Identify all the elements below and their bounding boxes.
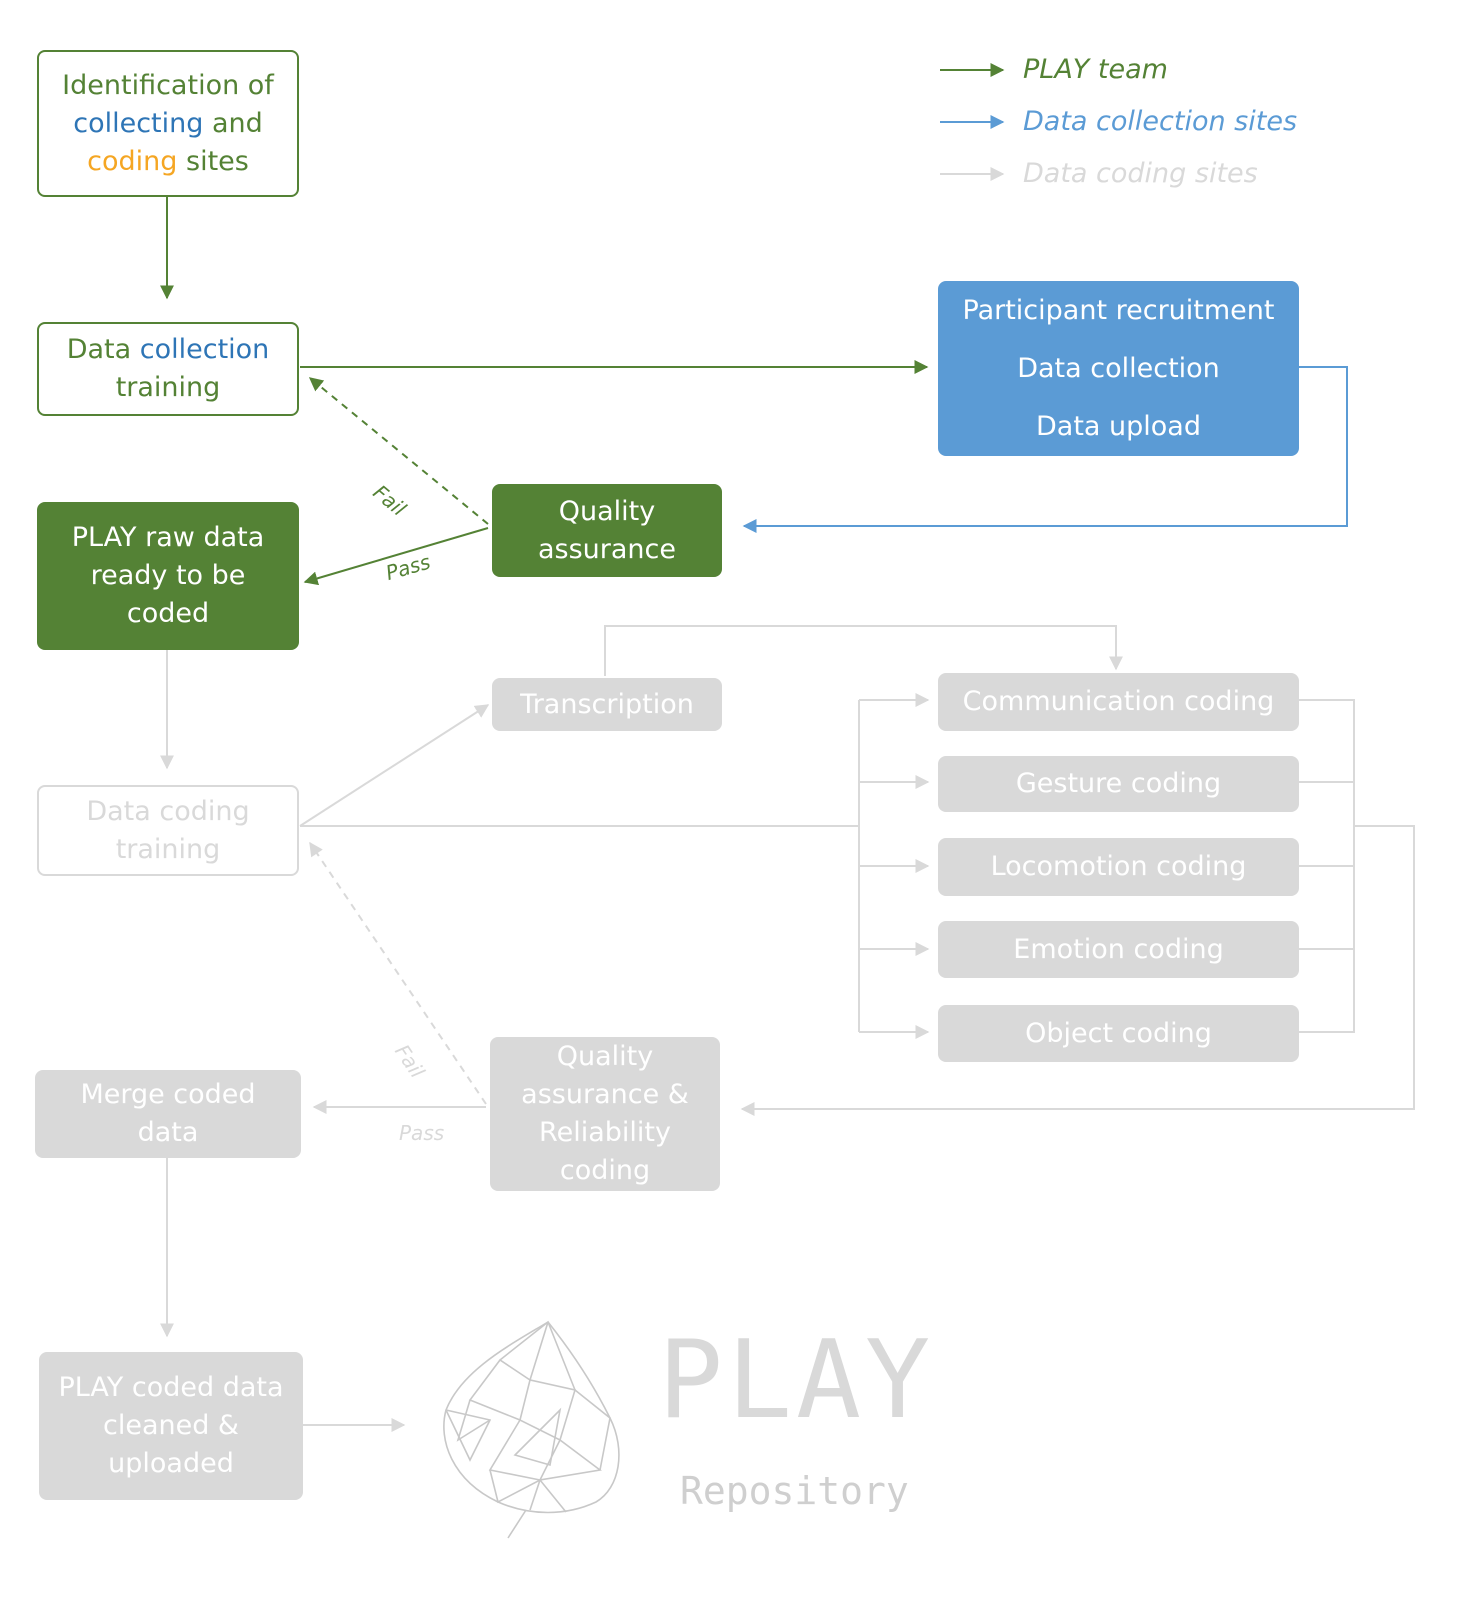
data-word: Data (86, 795, 160, 827)
logo-subtitle: Repository (680, 1469, 909, 1513)
qa-reliability-line-2: assurance & (521, 1079, 689, 1110)
qa-line-2: assurance (537, 533, 676, 565)
legend-item-data-collection-sites: Data collection sites (1023, 106, 1298, 137)
collection-training-line-1: Data collection (67, 331, 270, 369)
qa-reliability-line-4: coding (559, 1155, 651, 1186)
coding-word: coding (159, 795, 250, 827)
logo-wordmark: PLAY (658, 1318, 935, 1443)
node-gesture-coding: Gesture coding (938, 756, 1299, 812)
sites-word: sites (177, 145, 249, 177)
gesture-coding-label: Gesture coding (1015, 768, 1222, 799)
node-communication-coding: Communication coding (938, 673, 1299, 731)
final-line-3: uploaded (108, 1448, 234, 1479)
emotion-coding-label: Emotion coding (1013, 933, 1224, 965)
qa-reliability-line-3: Reliability (539, 1117, 671, 1148)
node-emotion-coding: Emotion coding (938, 921, 1299, 978)
collecting-word: collecting (73, 107, 204, 139)
raw-data-line-2: ready to be (90, 560, 246, 591)
legend-item-play-team: PLAY team (1023, 54, 1168, 85)
object-coding-label: Object coding (1025, 1017, 1212, 1049)
node-final-uploaded: PLAY coded data cleaned & uploaded (39, 1352, 303, 1500)
edge-label-pass-bottom: Pass (399, 1121, 445, 1145)
identification-line-1: Identification of (62, 69, 274, 101)
site-task-data-upload: Data upload (1035, 410, 1201, 442)
node-merge-coded-data: Merge coded data (35, 1070, 301, 1158)
arrow-coding-tasks-to-qa-reliability (740, 825, 1415, 1116)
node-data-coding-training: Data coding training (37, 785, 299, 876)
coding-word: coding (87, 145, 178, 177)
qa-line-1: Quality (558, 495, 656, 527)
collection-word: collection (139, 334, 270, 365)
data-word: Data (66, 334, 140, 365)
legend-item-data-coding-sites: Data coding sites (1023, 158, 1258, 189)
node-data-collection-training: Data collection training (37, 322, 299, 416)
qa-reliability-line-1: Quality (556, 1041, 654, 1072)
merge-line-1: Merge coded (80, 1079, 256, 1110)
node-identification: Identification of collecting and coding … (37, 50, 299, 197)
node-transcription: Transcription (492, 678, 722, 731)
node-quality-assurance: Quality assurance (492, 484, 722, 577)
site-task-participant-recruitment: Participant recruitment (962, 294, 1275, 326)
node-raw-data-ready: PLAY raw data ready to be coded (37, 502, 299, 650)
node-locomotion-coding: Locomotion coding (938, 838, 1299, 896)
leaf-network-icon (443, 1320, 620, 1539)
final-line-2: cleaned & (102, 1410, 239, 1441)
node-qa-reliability: Quality assurance & Reliability coding (490, 1037, 720, 1191)
collection-training-line-2: training (115, 372, 221, 403)
identification-line-2: collecting and (73, 105, 263, 143)
arrow-transcription-to-communication (604, 625, 1123, 676)
communication-coding-label: Communication coding (962, 686, 1275, 717)
locomotion-coding-label: Locomotion coding (990, 851, 1247, 882)
final-line-1: PLAY coded data (58, 1372, 284, 1403)
and-word: and (203, 107, 263, 139)
transcription-label: Transcription (520, 688, 694, 720)
identification-line-3: coding sites (87, 143, 249, 181)
arrow-site-tasks-to-qa (742, 366, 1348, 533)
raw-data-line-1: PLAY raw data (71, 522, 265, 553)
coding-training-line-1: Data coding (86, 793, 249, 831)
arrow-coding-training-to-transcription (299, 704, 490, 827)
merge-line-2: data (137, 1117, 199, 1148)
raw-data-line-3: coded (126, 598, 210, 629)
node-site-tasks: Participant recruitment Data collection … (938, 281, 1299, 456)
coding-training-line-2: training (115, 833, 221, 865)
site-task-data-collection: Data collection (1017, 352, 1220, 384)
arrow-qa-pass-to-raw-data (303, 527, 489, 586)
arrow-qa-reliability-fail-to-coding-training (309, 841, 487, 1105)
node-object-coding: Object coding (938, 1005, 1299, 1062)
